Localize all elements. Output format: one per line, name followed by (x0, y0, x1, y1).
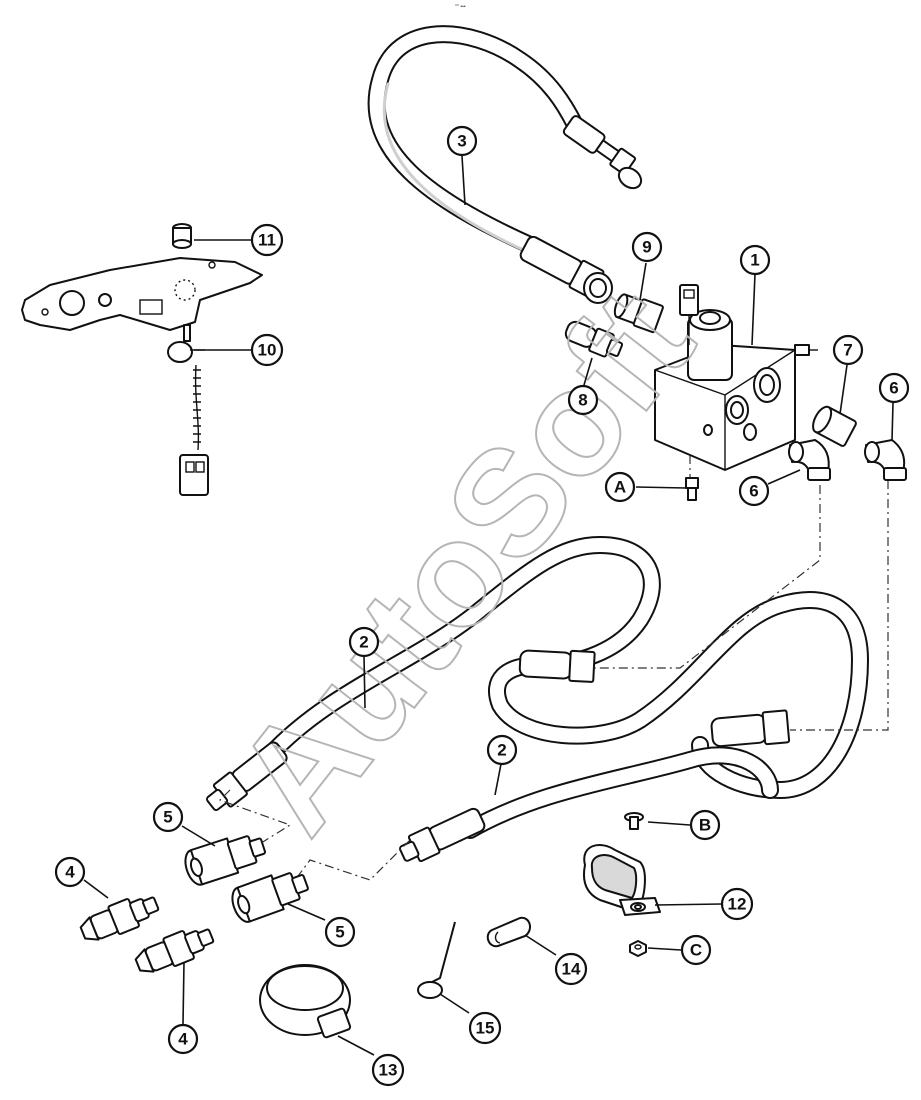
strap-13 (259, 964, 352, 1039)
hose-3 (367, 25, 643, 304)
svg-text:5: 5 (335, 923, 344, 942)
svg-text:12: 12 (728, 895, 747, 914)
callout-5-lower: 5 (324, 916, 356, 948)
fitting-9 (613, 293, 664, 334)
svg-text:5: 5 (163, 808, 172, 827)
nipple-4-lower (134, 928, 215, 973)
svg-text:13: 13 (379, 1061, 398, 1080)
callout-a: A (604, 471, 636, 503)
svg-text:2: 2 (359, 633, 368, 652)
callout-10: 10 (250, 333, 284, 367)
elbow-6-middle (788, 439, 831, 481)
svg-text:10: 10 (258, 341, 277, 360)
svg-text:2: 2 (497, 741, 506, 760)
svg-text:C: C (690, 941, 702, 960)
svg-text:9: 9 (642, 238, 651, 257)
svg-text:11: 11 (258, 231, 276, 250)
callout-c: C (680, 934, 712, 966)
bolt-b (624, 812, 644, 830)
callout-14: 14 (554, 952, 588, 986)
svg-text:15: 15 (476, 1019, 495, 1038)
leader-lines (83, 155, 894, 1056)
svg-text:6: 6 (889, 379, 898, 398)
svg-text:4: 4 (65, 863, 75, 882)
coupler-5-lower (231, 872, 309, 923)
fitting-7 (812, 405, 857, 447)
callout-b: B (689, 809, 721, 841)
callout-6-middle: 6 (738, 475, 770, 507)
coupler-5-upper (184, 835, 266, 886)
callout-11: 11 (250, 223, 284, 257)
clip-14 (486, 916, 532, 948)
callout-12: 12 (720, 887, 754, 921)
callout-5-upper: 5 (152, 801, 184, 833)
callout-7: 7 (832, 334, 864, 366)
svg-text:3: 3 (457, 132, 466, 151)
hose-2-left (206, 536, 869, 812)
valve-block-1 (654, 284, 818, 471)
callout-2-right: 2 (486, 734, 518, 766)
callout-4-upper: 4 (54, 856, 86, 888)
callout-15: 15 (468, 1011, 502, 1045)
svg-text:4: 4 (178, 1030, 188, 1049)
clamp-12 (582, 844, 661, 916)
cap-11 (172, 223, 192, 249)
svg-text:14: 14 (562, 960, 581, 979)
tie-15 (417, 921, 456, 999)
svg-text:8: 8 (578, 391, 587, 410)
bolt-a (685, 477, 699, 501)
callout-9: 9 (631, 231, 663, 263)
fitting-8 (564, 320, 624, 358)
elbow-6-right (864, 439, 907, 481)
callout-3: 3 (446, 125, 478, 157)
nipple-4-upper (79, 896, 160, 941)
callout-2-left: 2 (348, 626, 380, 658)
top-mark: °° ••• (455, 4, 466, 10)
nut-c (629, 940, 647, 957)
callout-4-lower: 4 (167, 1023, 199, 1055)
bracket-plate (21, 257, 263, 331)
hose-2-right (399, 746, 779, 863)
callout-6-right: 6 (878, 372, 910, 404)
sensor-10 (167, 324, 209, 496)
svg-text:1: 1 (750, 251, 759, 270)
svg-text:A: A (614, 478, 626, 497)
svg-text:7: 7 (843, 341, 852, 360)
svg-text:6: 6 (749, 482, 758, 501)
svg-text:B: B (699, 816, 711, 835)
callout-1: 1 (739, 244, 771, 276)
callout-8: 8 (567, 384, 599, 416)
callout-13: 13 (371, 1053, 405, 1087)
routing-lines (218, 455, 889, 881)
